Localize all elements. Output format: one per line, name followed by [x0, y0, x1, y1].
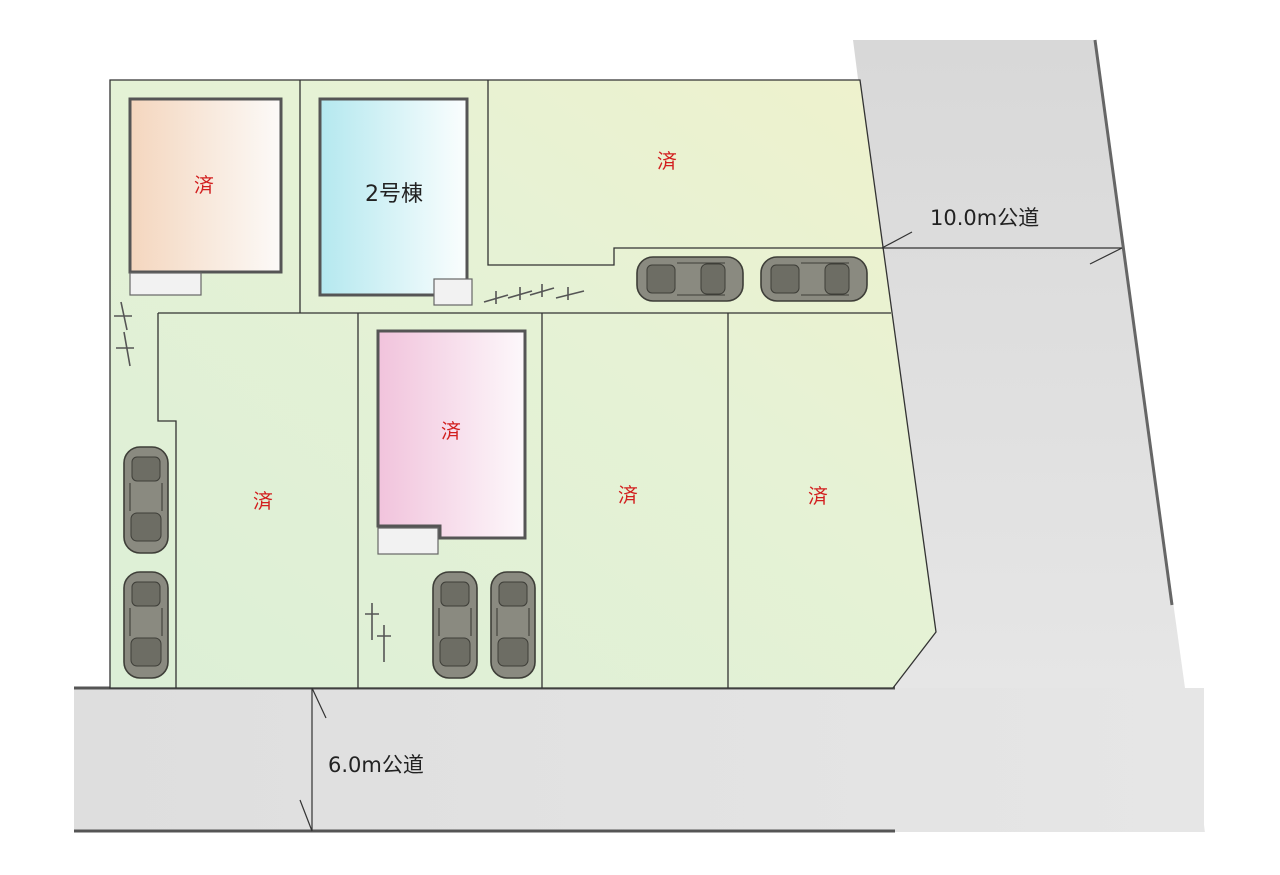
lot-label-bottom-center: 済: [441, 419, 461, 443]
car-icon: [123, 446, 169, 554]
south-road-label: 6.0m公道: [328, 753, 424, 777]
building-center: [376, 329, 527, 540]
east-road-label: 10.0m公道: [930, 206, 1039, 230]
porch-center: [377, 527, 439, 555]
lot-lines: [157, 80, 891, 688]
site-boundary: [109, 79, 937, 689]
east-road: [853, 40, 1205, 832]
car-icon: [432, 571, 478, 679]
east-road-dimension: [881, 231, 1123, 265]
car-icon: [123, 571, 169, 679]
car-icon: [636, 256, 744, 302]
south-road: [74, 688, 1204, 832]
lot-label-top-left: 済: [194, 173, 214, 197]
porch-top-left: [129, 272, 202, 296]
building-2-label: 2号棟: [365, 182, 423, 207]
building-top-left: [128, 97, 283, 274]
bicycle-icon: [365, 603, 391, 662]
building-2[interactable]: [318, 97, 469, 297]
bicycle-icon: [483, 284, 585, 304]
east-road-edge: [1093, 39, 1174, 606]
south-road-dimension: [299, 687, 327, 832]
lot-label-bottom-left: 済: [253, 489, 273, 513]
car-icon: [490, 571, 536, 679]
lot-label-bottom-right-a: 済: [618, 483, 638, 507]
porch-building-2: [433, 278, 473, 306]
lot-label-top-right: 済: [657, 149, 677, 173]
bicycle-icon: [114, 301, 134, 367]
car-icon: [760, 256, 868, 302]
lot-label-bottom-right-b: 済: [808, 484, 828, 508]
